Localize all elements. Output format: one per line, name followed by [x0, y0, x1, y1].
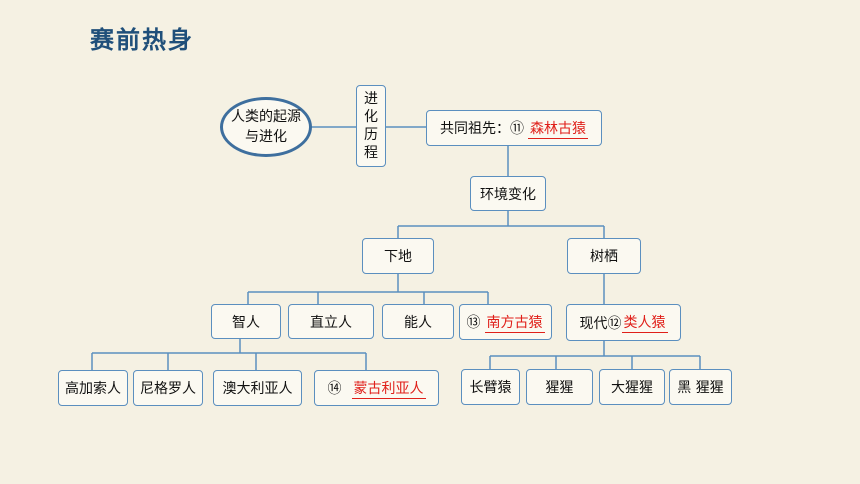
n13-prefix: ⑬ — [466, 315, 481, 331]
zhiliren-label: 直立人 — [310, 314, 352, 331]
changbiyuan-node: 长臂猿 — [461, 369, 520, 405]
ancestor-node: 共同祖先：⑪ 森林古猿 — [426, 110, 602, 146]
nigeluo-label: 尼格罗人 — [140, 381, 196, 397]
modern-answer: 类人猿 — [621, 312, 668, 333]
aodaliya-label: 澳大利亚人 — [222, 381, 293, 397]
xingxing-label: 猩猩 — [545, 380, 574, 396]
root-node: 人类的起源与进化 — [220, 97, 312, 157]
env-label: 环境变化 — [480, 186, 536, 203]
tree-node: 树栖 — [567, 238, 641, 274]
n14-prefix: ⑭ — [327, 381, 342, 397]
modern-prefix: 现代⑫ — [579, 315, 622, 332]
ancestor-answer: 森林古猿 — [528, 118, 588, 139]
aodaliya-node: 澳大利亚人 — [213, 370, 302, 406]
changbiyuan-label: 长臂猿 — [469, 380, 512, 396]
daxingxing-label: 大猩猩 — [611, 380, 653, 396]
modern-node: 现代⑫ 类人猿 — [566, 304, 681, 341]
tree-label: 树栖 — [590, 249, 618, 265]
ancestor-prefix: 共同祖先：⑪ — [440, 121, 524, 137]
n14-answer: 蒙古利亚人 — [351, 378, 426, 399]
page-title: 赛前热身 — [90, 26, 194, 54]
n14-node: ⑭ 蒙古利亚人 — [314, 370, 439, 406]
zhiliren-node: 直立人 — [288, 304, 374, 339]
env-node: 环境变化 — [470, 176, 546, 211]
gaojiasuo-label: 高加索人 — [65, 381, 121, 397]
zhiren-node: 智人 — [211, 304, 281, 339]
n13-answer: 南方古猿 — [484, 312, 545, 333]
nigeluo-node: 尼格罗人 — [133, 370, 203, 406]
process-label: 进化历程 — [364, 91, 378, 161]
nengren-label: 能人 — [404, 314, 432, 331]
heixingxing-node: 黑 猩猩 — [669, 369, 732, 405]
nengren-node: 能人 — [382, 304, 454, 339]
xingxing-node: 猩猩 — [526, 369, 593, 405]
heixingxing-label: 黑 猩猩 — [677, 380, 724, 396]
n13-node: ⑬ 南方古猿 — [459, 304, 552, 340]
process-node: 进化历程 — [356, 85, 386, 167]
root-label: 人类的起源与进化 — [231, 109, 301, 145]
zhiren-label: 智人 — [232, 314, 260, 331]
ground-node: 下地 — [362, 238, 434, 274]
daxingxing-node: 大猩猩 — [599, 369, 665, 405]
ground-label: 下地 — [384, 249, 412, 265]
gaojiasuo-node: 高加索人 — [58, 370, 128, 406]
